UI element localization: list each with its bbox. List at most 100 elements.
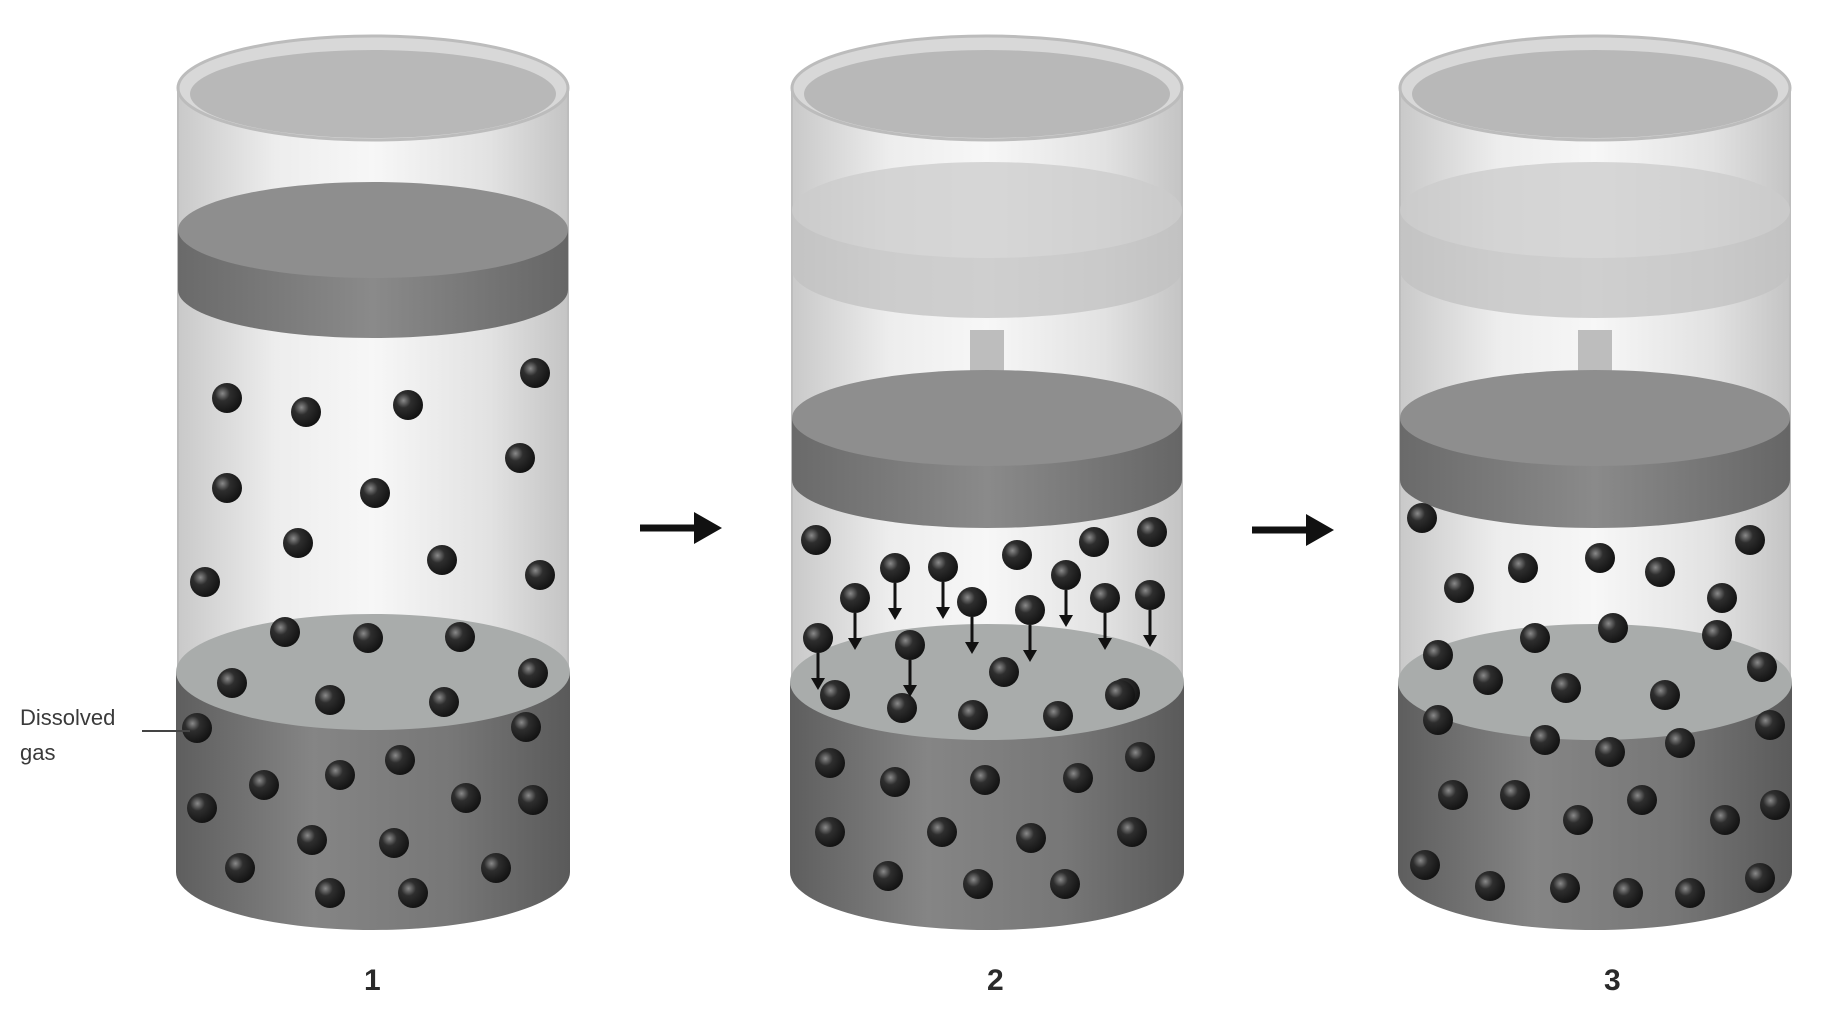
gas-molecule — [1745, 863, 1775, 893]
gas-molecule — [1598, 613, 1628, 643]
gas-molecule — [1760, 790, 1790, 820]
gas-molecule — [1125, 742, 1155, 772]
gas-molecule — [1079, 527, 1109, 557]
gas-molecule — [520, 358, 550, 388]
gas-molecule — [1650, 680, 1680, 710]
molecules-group — [801, 517, 1167, 899]
gas-molecule — [1438, 780, 1468, 810]
molecule-down-arrowhead-icon — [1098, 638, 1112, 650]
gas-molecule — [249, 770, 279, 800]
gas-molecule — [212, 383, 242, 413]
piston — [178, 182, 568, 338]
gas-molecule — [887, 693, 917, 723]
gas-molecule — [182, 713, 212, 743]
gas-molecule — [505, 443, 535, 473]
liquid — [176, 614, 570, 930]
gas-molecule — [1050, 869, 1080, 899]
gas-molecule — [1702, 620, 1732, 650]
transition-arrow-icon — [1252, 514, 1334, 546]
gas-molecule — [511, 712, 541, 742]
gas-molecule — [1407, 503, 1437, 533]
gas-molecule — [1105, 680, 1135, 710]
gas-molecule — [1585, 543, 1615, 573]
gas-molecule — [801, 525, 831, 555]
gas-molecule — [1410, 850, 1440, 880]
gas-molecule — [815, 817, 845, 847]
molecule-down-arrowhead-icon — [936, 607, 950, 619]
gas-molecule — [970, 765, 1000, 795]
gas-molecule — [315, 878, 345, 908]
gas-molecule — [927, 817, 957, 847]
gas-molecule — [1735, 525, 1765, 555]
cylinder-3 — [1398, 34, 1792, 930]
molecule-down-arrowhead-icon — [848, 638, 862, 650]
gas-molecule — [212, 473, 242, 503]
gas-molecule — [451, 783, 481, 813]
gas-molecule — [957, 587, 987, 617]
gas-molecule — [1520, 623, 1550, 653]
gas-molecule — [1016, 823, 1046, 853]
cylinder-1 — [176, 34, 570, 930]
gas-molecule — [1090, 583, 1120, 613]
gas-molecule — [1473, 665, 1503, 695]
gas-molecule — [518, 658, 548, 688]
piston-previous-position — [1400, 162, 1790, 318]
molecule-down-arrowhead-icon — [1059, 615, 1073, 627]
gas-molecule — [1675, 878, 1705, 908]
gas-molecule — [427, 545, 457, 575]
gas-molecule — [1015, 595, 1045, 625]
gas-molecule — [840, 583, 870, 613]
gas-molecule — [297, 825, 327, 855]
gas-molecule — [989, 657, 1019, 687]
gas-molecule — [1747, 652, 1777, 682]
gas-molecule — [385, 745, 415, 775]
gas-molecule — [283, 528, 313, 558]
gas-molecule — [518, 785, 548, 815]
gas-molecule — [880, 767, 910, 797]
molecule-down-arrowhead-icon — [811, 678, 825, 690]
piston-previous-position — [792, 162, 1182, 318]
gas-molecule — [190, 567, 220, 597]
gas-molecule — [1063, 763, 1093, 793]
gas-molecule — [315, 685, 345, 715]
gas-molecule — [1444, 573, 1474, 603]
gas-molecule — [445, 622, 475, 652]
gas-molecule — [525, 560, 555, 590]
gas-molecule — [803, 623, 833, 653]
gas-molecule — [291, 397, 321, 427]
gas-molecule — [393, 390, 423, 420]
panel-label-3: 3 — [1604, 964, 1621, 997]
molecule-down-arrowhead-icon — [888, 608, 902, 620]
gas-molecule — [880, 553, 910, 583]
gas-molecule — [1002, 540, 1032, 570]
gas-molecule — [1135, 580, 1165, 610]
gas-molecule — [1645, 557, 1675, 587]
gas-molecule — [360, 478, 390, 508]
molecule-down-arrowhead-icon — [1143, 635, 1157, 647]
gas-molecule — [1755, 710, 1785, 740]
glass-rim-inner — [190, 50, 556, 138]
molecule-down-arrowhead-icon — [965, 642, 979, 654]
gas-molecule — [1051, 560, 1081, 590]
dissolved-gas-annotation: Dissolved gas — [20, 705, 190, 765]
gas-molecule — [895, 630, 925, 660]
gas-molecule — [270, 617, 300, 647]
gas-molecule — [1117, 817, 1147, 847]
piston — [792, 370, 1182, 528]
gas-molecule — [1710, 805, 1740, 835]
molecule-down-arrowhead-icon — [903, 685, 917, 697]
gas-molecule — [481, 853, 511, 883]
gas-molecule — [815, 748, 845, 778]
gas-molecule — [217, 668, 247, 698]
gas-molecule — [379, 828, 409, 858]
transition-arrow-icon — [640, 512, 722, 544]
gas-molecule — [1563, 805, 1593, 835]
gas-molecule — [1627, 785, 1657, 815]
glass-rim-inner — [804, 50, 1170, 138]
gas-molecule — [1137, 517, 1167, 547]
gas-molecule — [1595, 737, 1625, 767]
gas-molecule — [1707, 583, 1737, 613]
gas-molecule — [1423, 705, 1453, 735]
gas-molecule — [1475, 871, 1505, 901]
